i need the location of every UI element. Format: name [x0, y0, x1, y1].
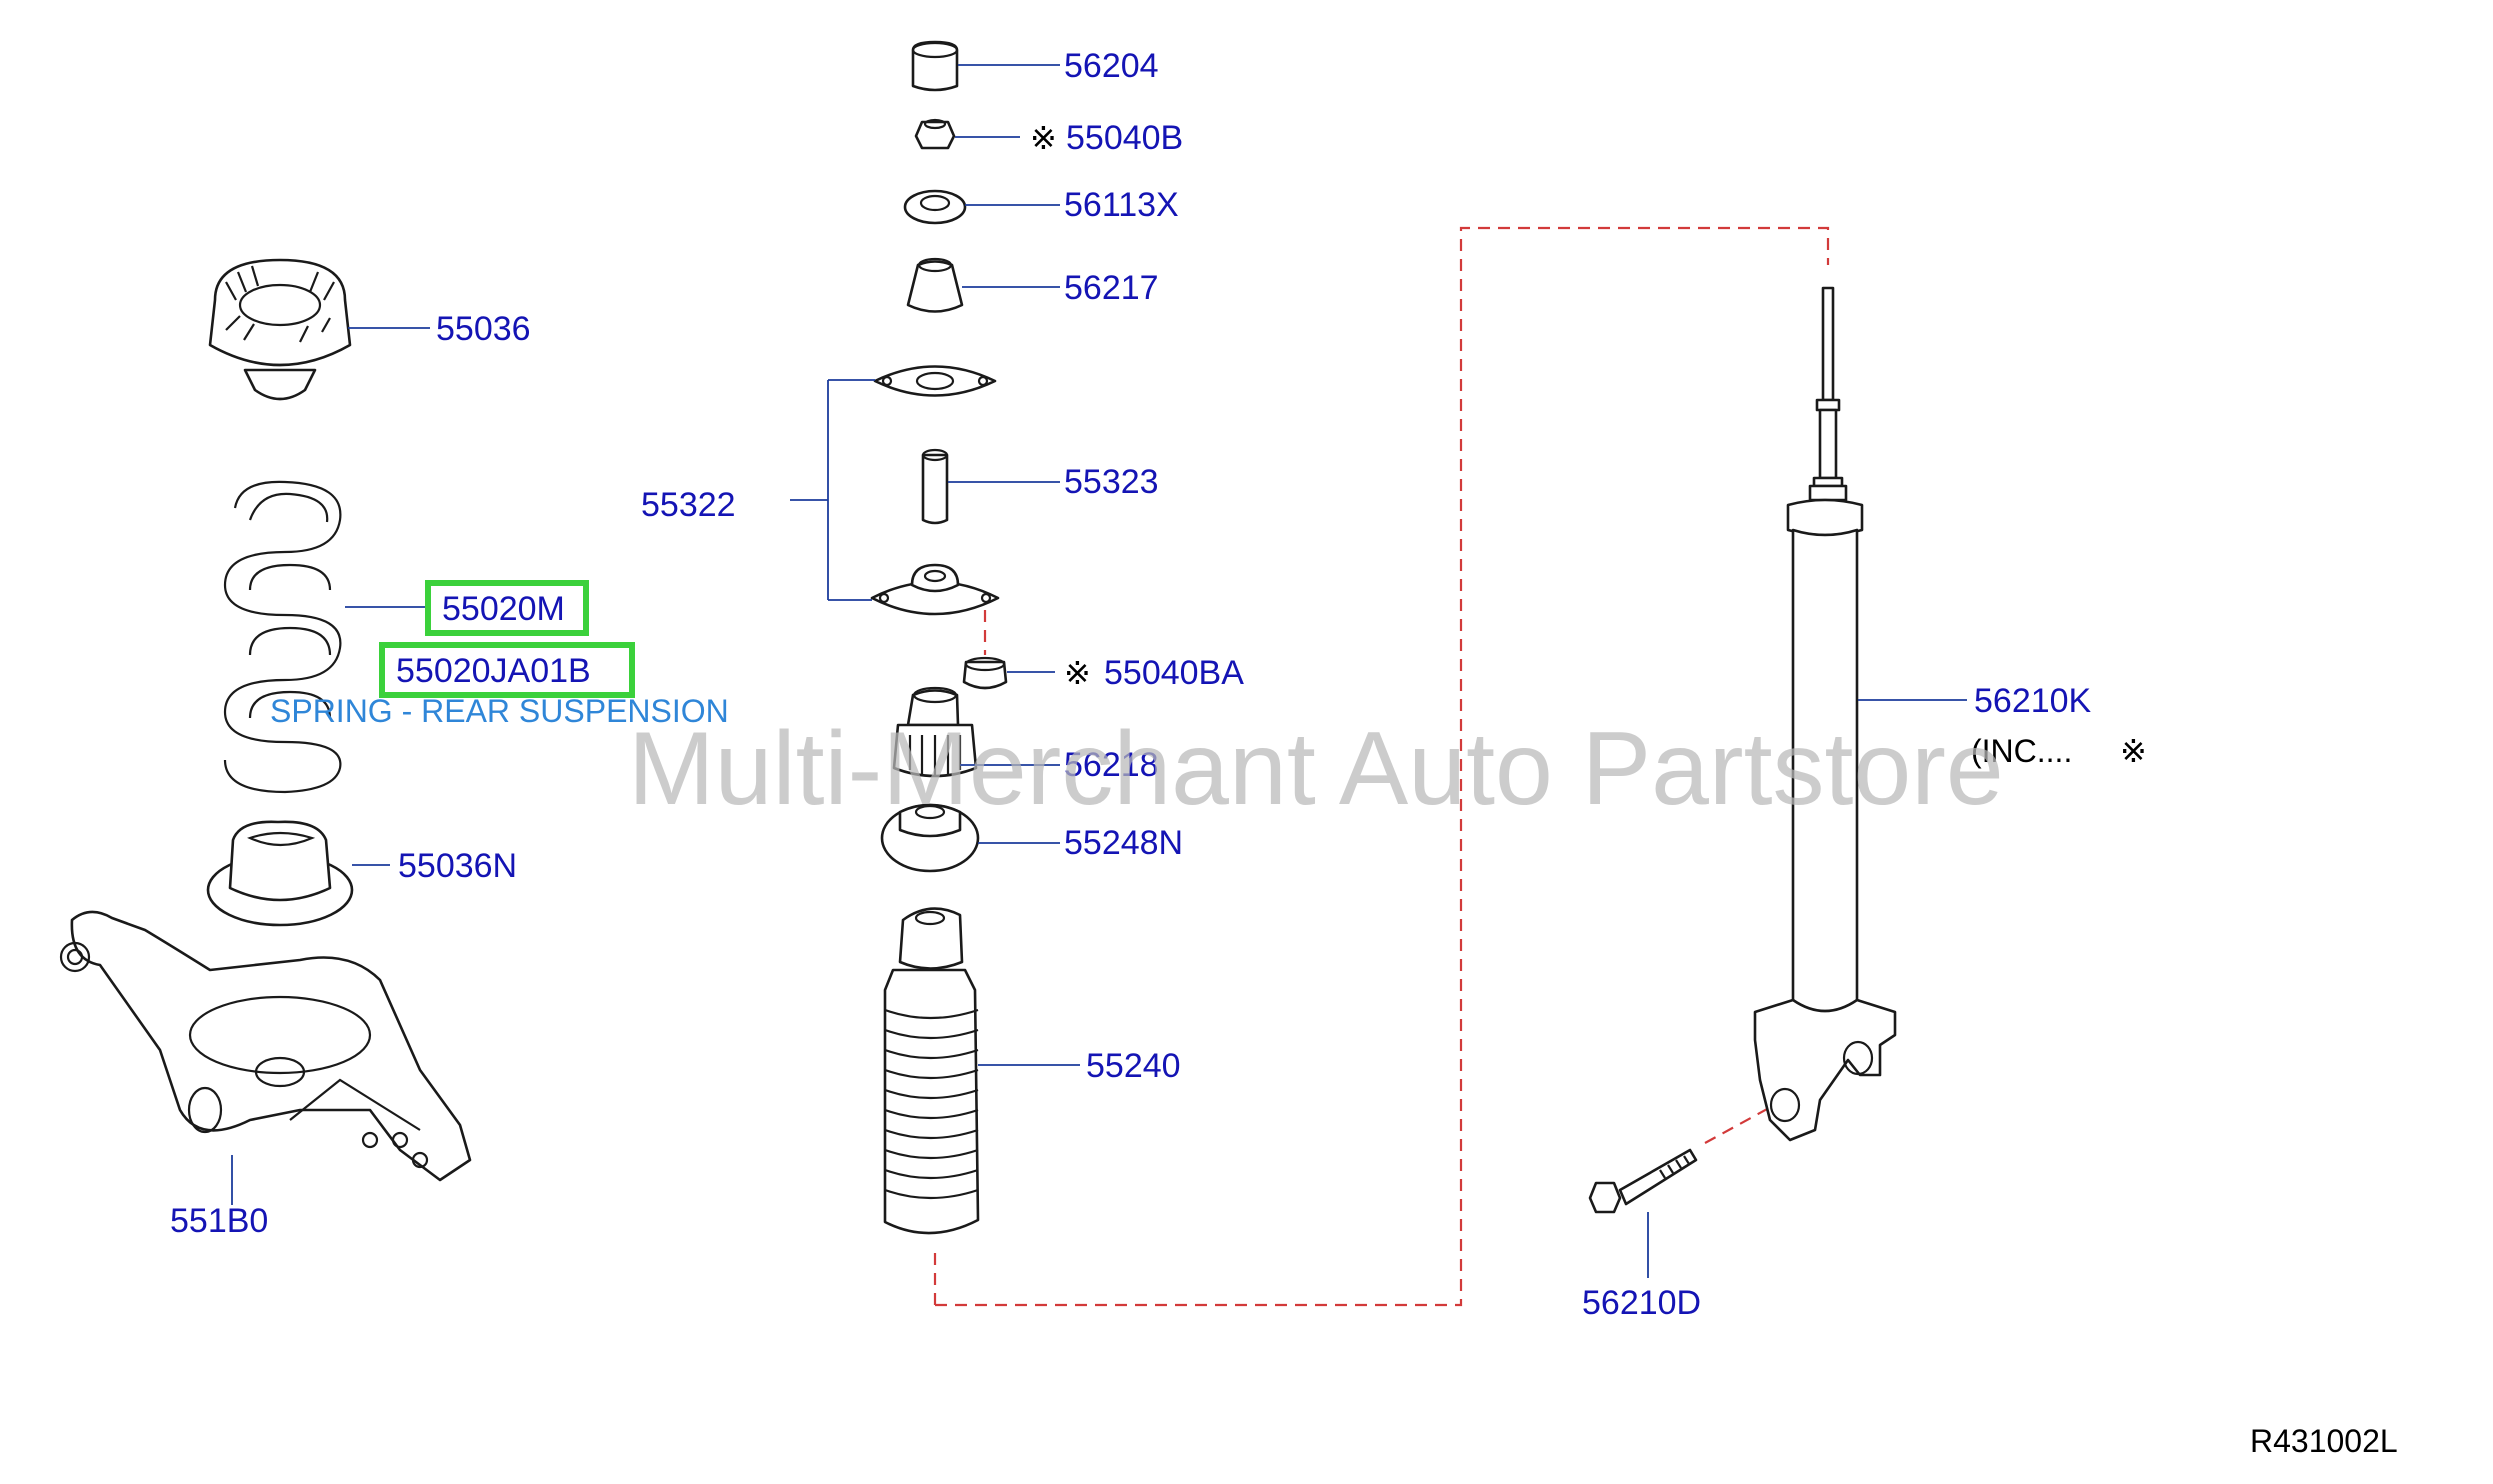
part-56218-insulator[interactable]	[892, 686, 978, 778]
inc-note: (INC....	[1971, 733, 2072, 769]
part-55020M-coil-spring[interactable]	[223, 480, 342, 794]
highlight-box-55020JA01B	[379, 642, 635, 698]
label-56210K[interactable]: 56210K	[1974, 682, 2092, 720]
label-55240[interactable]: 55240	[1086, 1047, 1181, 1085]
part-56210D-bolt[interactable]	[1588, 1148, 1698, 1214]
reference-code: R431002L	[2250, 1423, 2398, 1459]
label-55248N[interactable]: 55248N	[1064, 824, 1183, 862]
label-55020M[interactable]: 55020M	[442, 590, 565, 628]
part-55036-spring-seat[interactable]	[208, 258, 352, 401]
label-56210D[interactable]: 56210D	[1582, 1284, 1701, 1322]
label-56204[interactable]: 56204	[1064, 47, 1159, 85]
part-56210K-shock-absorber[interactable]	[1753, 286, 1897, 1142]
part-55322-mount-plate[interactable]	[870, 563, 1000, 616]
symbol-mark-56210K: ※	[2120, 733, 2147, 769]
symbol-mark-55040BA: ※	[1064, 655, 1091, 691]
label-56218[interactable]: 56218	[1064, 746, 1159, 784]
spring-description: SPRING - REAR SUSPENSION	[270, 693, 729, 729]
label-55322[interactable]: 55322	[641, 486, 736, 524]
label-55020JA01B[interactable]: 55020JA01B	[396, 652, 591, 690]
assembly-dashed-path	[933, 226, 1830, 1307]
part-55036N-lower-seat[interactable]	[206, 820, 354, 927]
label-55040BA[interactable]: 55040BA	[1104, 654, 1244, 692]
label-55323[interactable]: 55323	[1064, 463, 1159, 501]
part-55322-gasket[interactable]	[873, 365, 997, 397]
part-55040BA-nut[interactable]	[962, 656, 1008, 690]
part-55240-dust-boot[interactable]	[883, 907, 980, 1235]
leader-55322-bracket	[790, 379, 875, 601]
symbol-mark-55040B: ※	[1030, 120, 1057, 156]
part-56204-cap[interactable]	[911, 40, 959, 92]
part-55248N-bump-rubber[interactable]	[880, 803, 980, 873]
label-55040B[interactable]: 55040B	[1066, 119, 1183, 157]
label-551B0[interactable]: 551B0	[170, 1202, 268, 1240]
label-56217[interactable]: 56217	[1064, 269, 1159, 307]
label-56113X[interactable]: 56113X	[1064, 186, 1179, 224]
part-55323-collar[interactable]	[921, 448, 949, 525]
watermark: Multi-Merchant Auto Partstore	[628, 711, 2004, 827]
label-55036[interactable]: 55036	[436, 310, 531, 348]
part-551B0-lower-arm[interactable]	[59, 910, 472, 1182]
part-55040B-nut[interactable]	[914, 118, 956, 150]
highlight-box-55020M	[425, 580, 589, 636]
part-56113X-washer[interactable]	[903, 189, 967, 225]
part-56217-bushing[interactable]	[906, 257, 964, 313]
label-55036N[interactable]: 55036N	[398, 847, 517, 885]
